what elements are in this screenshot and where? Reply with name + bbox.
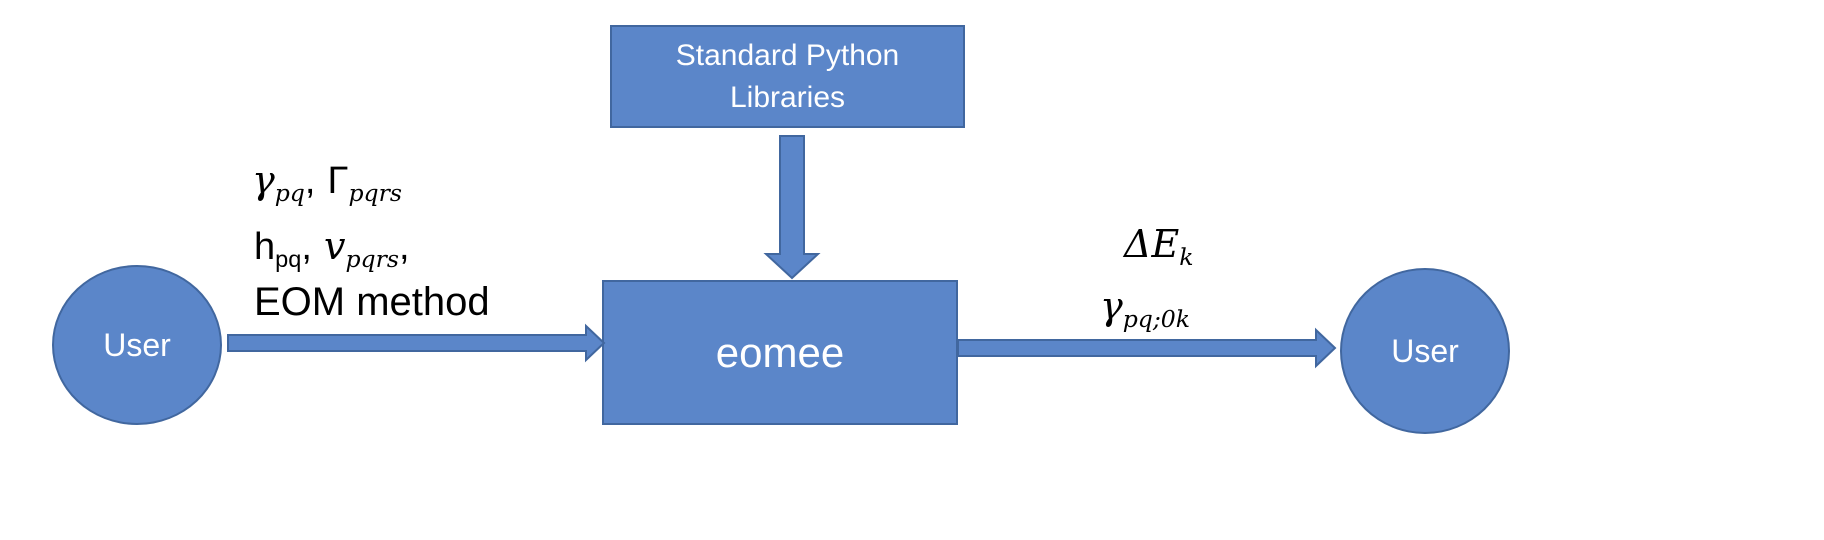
arrow-eomee-to-user [957,327,1337,369]
user-right-node: User [1340,268,1510,434]
eomee-label: eomee [715,328,845,376]
input-label-line1: γpq, Γpqrs [252,158,402,205]
input-v: v [324,224,346,268]
down-arrow-libraries-to-eomee [763,135,821,280]
input-label-line2: hpq, vpqrs, [254,224,410,273]
input-gamma-sub: pq [274,179,305,208]
input-Gamma: Γ [327,160,349,202]
output-label-gamma: γpq;0k [1100,284,1190,331]
input-gamma: γ [252,158,275,202]
input-v-sub: pqrs [345,245,399,274]
input-method-label: EOM method [254,280,490,324]
libraries-label-line2: Libraries [729,80,846,114]
output-gamma-sub: pq;0k [1122,305,1191,334]
input-comma1: , [304,160,316,202]
user-left-node: User [52,265,222,425]
input-Gamma-sub: pqrs [348,179,402,208]
input-comma3: , [398,226,410,268]
user-left-label: User [103,326,171,363]
libraries-label-line1: Standard Python [675,38,900,72]
output-delta-e: ΔE [1124,222,1180,266]
input-comma2: , [301,226,312,268]
output-label-delta-e: ΔEk [1124,222,1193,269]
output-delta-e-sub: k [1179,243,1194,272]
user-right-label: User [1391,332,1459,369]
output-gamma: γ [1100,284,1123,328]
input-h-sub: pq [275,246,302,273]
arrow-user-to-eomee [227,323,606,363]
standard-python-libraries-node: Standard Python Libraries [610,25,965,128]
eomee-node: eomee [602,280,958,425]
input-h: h [254,226,276,268]
